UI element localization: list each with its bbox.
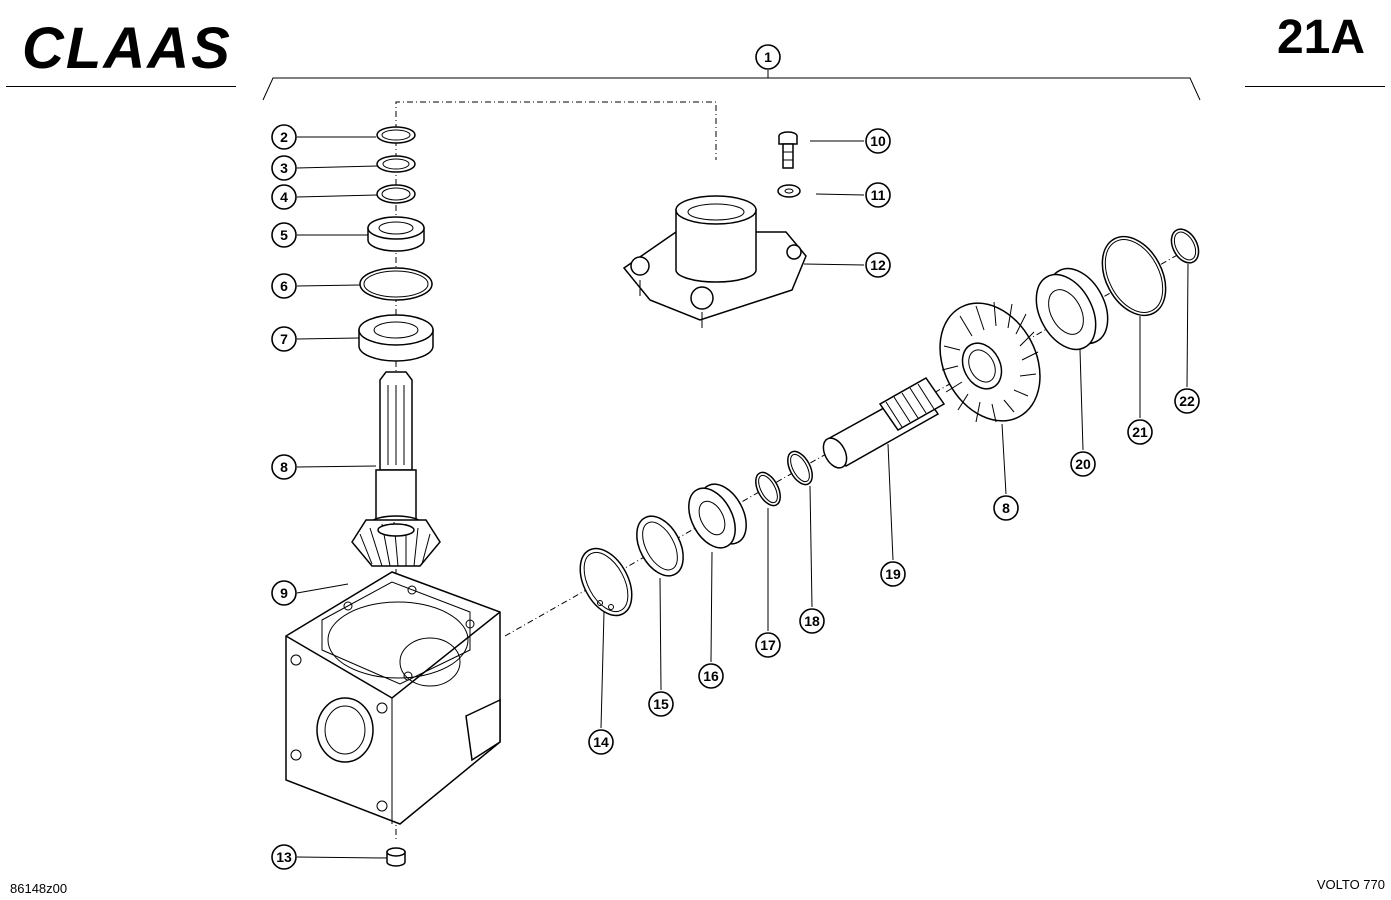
callout-7: 7 xyxy=(271,326,297,352)
bearing-20 xyxy=(1035,267,1109,351)
callout-12: 12 xyxy=(865,252,891,278)
bevel-gear-8 xyxy=(939,301,1041,423)
plug-13 xyxy=(386,847,406,867)
shim-15 xyxy=(636,515,684,577)
svg-text:16: 16 xyxy=(703,668,719,684)
svg-text:2: 2 xyxy=(280,129,288,145)
callout-17: 17 xyxy=(755,632,781,658)
model-name: VOLTO 770 xyxy=(1316,877,1385,892)
svg-text:9: 9 xyxy=(280,585,288,601)
svg-text:14: 14 xyxy=(593,734,609,750)
callout-20: 20 xyxy=(1070,451,1096,477)
callout-21: 21 xyxy=(1127,419,1153,445)
assembly-bracket xyxy=(262,70,1201,101)
svg-text:12: 12 xyxy=(870,257,886,273)
circlip-14 xyxy=(579,547,633,617)
callout-14: 14 xyxy=(588,729,614,755)
svg-text:22: 22 xyxy=(1179,393,1195,409)
shim-22 xyxy=(1170,228,1200,264)
o-ring-21 xyxy=(1101,235,1167,317)
svg-text:18: 18 xyxy=(804,613,820,629)
svg-text:8: 8 xyxy=(280,459,288,475)
callout-13: 13 xyxy=(271,844,297,870)
callout-5: 5 xyxy=(271,222,297,248)
callout-4: 4 xyxy=(271,184,297,210)
svg-text:17: 17 xyxy=(760,637,776,653)
svg-text:19: 19 xyxy=(885,566,901,582)
o-ring-6 xyxy=(359,267,433,301)
drawing-id: 86148z00 xyxy=(10,881,68,896)
callout-1: 1 xyxy=(755,44,781,70)
callout-18: 18 xyxy=(799,608,825,634)
svg-text:5: 5 xyxy=(280,227,288,243)
callout-19: 19 xyxy=(880,561,906,587)
bearing-16 xyxy=(688,483,747,549)
callout-8-pinion: 8 xyxy=(271,454,297,480)
washer-11 xyxy=(777,184,801,198)
callout-9: 9 xyxy=(271,580,297,606)
callout-11: 11 xyxy=(865,182,891,208)
shim-ring-3 xyxy=(376,155,416,173)
leader-lines xyxy=(296,136,1189,859)
shim-ring-4 xyxy=(376,184,416,204)
bearing-7 xyxy=(358,314,434,362)
claas-logo: CLAAS xyxy=(22,18,232,76)
callout-16: 16 xyxy=(698,663,724,689)
callout-3: 3 xyxy=(271,155,297,181)
bolt-10 xyxy=(778,131,798,169)
callout-2: 2 xyxy=(271,124,297,150)
shaft-19 xyxy=(822,377,946,469)
callout-6: 6 xyxy=(271,273,297,299)
bearing-housing-12 xyxy=(622,195,807,328)
gear-housing-9 xyxy=(285,571,501,825)
svg-text:6: 6 xyxy=(280,278,288,294)
svg-text:1: 1 xyxy=(764,49,772,65)
pinion-shaft-8 xyxy=(351,371,441,567)
circlip-17 xyxy=(755,471,781,507)
svg-text:7: 7 xyxy=(280,331,288,347)
snap-ring-2 xyxy=(376,126,416,144)
svg-text:15: 15 xyxy=(653,696,669,712)
header-rule-left xyxy=(6,86,236,87)
bearing-5 xyxy=(367,216,425,252)
svg-text:20: 20 xyxy=(1075,456,1091,472)
svg-text:3: 3 xyxy=(280,160,288,176)
callout-10: 10 xyxy=(865,128,891,154)
header-rule-right xyxy=(1245,86,1385,87)
page-code: 21A xyxy=(1276,11,1365,64)
svg-text:8: 8 xyxy=(1002,500,1010,516)
svg-text:21: 21 xyxy=(1132,424,1148,440)
svg-text:CLAAS: CLAAS xyxy=(22,18,232,76)
svg-text:4: 4 xyxy=(280,189,288,205)
callout-8-bevel-gear: 8 xyxy=(993,495,1019,521)
svg-text:11: 11 xyxy=(871,187,886,203)
callout-22: 22 xyxy=(1174,388,1200,414)
callout-15: 15 xyxy=(648,691,674,717)
svg-text:10: 10 xyxy=(870,133,886,149)
shim-18 xyxy=(787,450,813,486)
svg-text:13: 13 xyxy=(276,849,292,865)
